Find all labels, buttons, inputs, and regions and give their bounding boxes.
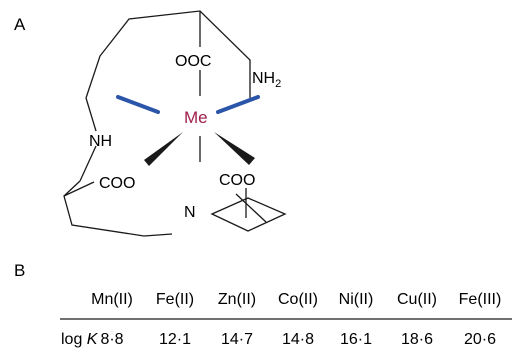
cyclopropyl-ring bbox=[210, 193, 287, 232]
label-coo-left: COO bbox=[99, 175, 135, 192]
column-header: Zn(II) bbox=[218, 291, 256, 308]
metal-center: Me bbox=[184, 108, 208, 127]
panel-b: B Mn(II) Fe(II) Zn(II) Co(II) Ni(II) Cu(II) Fe… bbox=[14, 261, 512, 348]
label-nh-left: NH bbox=[89, 133, 112, 150]
label-ooc-top: OOC bbox=[175, 53, 211, 70]
column-header: Fe(II) bbox=[156, 291, 194, 308]
label-n-bottom: N bbox=[184, 204, 196, 221]
backbone-lower-left bbox=[63, 180, 173, 237]
row-label-log-k: log K bbox=[61, 331, 99, 348]
table-cell: 12·1 bbox=[159, 331, 191, 348]
column-header: Ni(II) bbox=[339, 291, 374, 308]
cyclopropyl-rhombus bbox=[210, 197, 287, 232]
column-header: Fe(III) bbox=[459, 291, 502, 308]
table-cell: 16·1 bbox=[340, 331, 372, 348]
table-cell: 18·6 bbox=[401, 331, 433, 348]
column-header: Cu(II) bbox=[397, 291, 437, 308]
backbone-top bbox=[85, 10, 251, 99]
column-header: Mn(II) bbox=[91, 291, 133, 308]
backbone-nh-top bbox=[85, 97, 97, 132]
cyclopropyl-diagonal bbox=[235, 193, 267, 223]
backbone-coo-left bbox=[63, 181, 95, 197]
row-label-italic: K bbox=[87, 331, 99, 348]
row-label-main: log bbox=[61, 331, 87, 348]
label-coo-right: COO bbox=[219, 172, 255, 189]
backbone-nh-down bbox=[79, 145, 97, 182]
table-header: Mn(II) Fe(II) Zn(II) Co(II) Ni(II) Cu(II) Fe(I… bbox=[91, 291, 501, 308]
table-cell: 20·6 bbox=[464, 331, 496, 348]
label-nh2-main: NH bbox=[252, 70, 275, 87]
panel-a-label: A bbox=[14, 15, 26, 34]
panel-b-label: B bbox=[14, 261, 25, 280]
column-header: Co(II) bbox=[278, 291, 318, 308]
coord-bond-nh-left bbox=[116, 95, 160, 114]
panel-a: A OOC NH2 NH Me COO COO N bbox=[14, 10, 287, 237]
table-cell: 8·8 bbox=[100, 331, 123, 348]
label-nh2-subscript: 2 bbox=[275, 78, 281, 90]
wedge-coo-left bbox=[144, 132, 183, 166]
ligand-backbone bbox=[63, 10, 251, 237]
table-cell: 14·7 bbox=[221, 331, 253, 348]
table-values: 8·8 12·1 14·7 14·8 16·1 18·6 20·6 bbox=[100, 331, 496, 348]
wedge-coo-right bbox=[214, 132, 255, 165]
label-nh2: NH2 bbox=[252, 70, 281, 90]
table-cell: 14·8 bbox=[282, 331, 314, 348]
coord-bond-nh2 bbox=[216, 95, 260, 114]
